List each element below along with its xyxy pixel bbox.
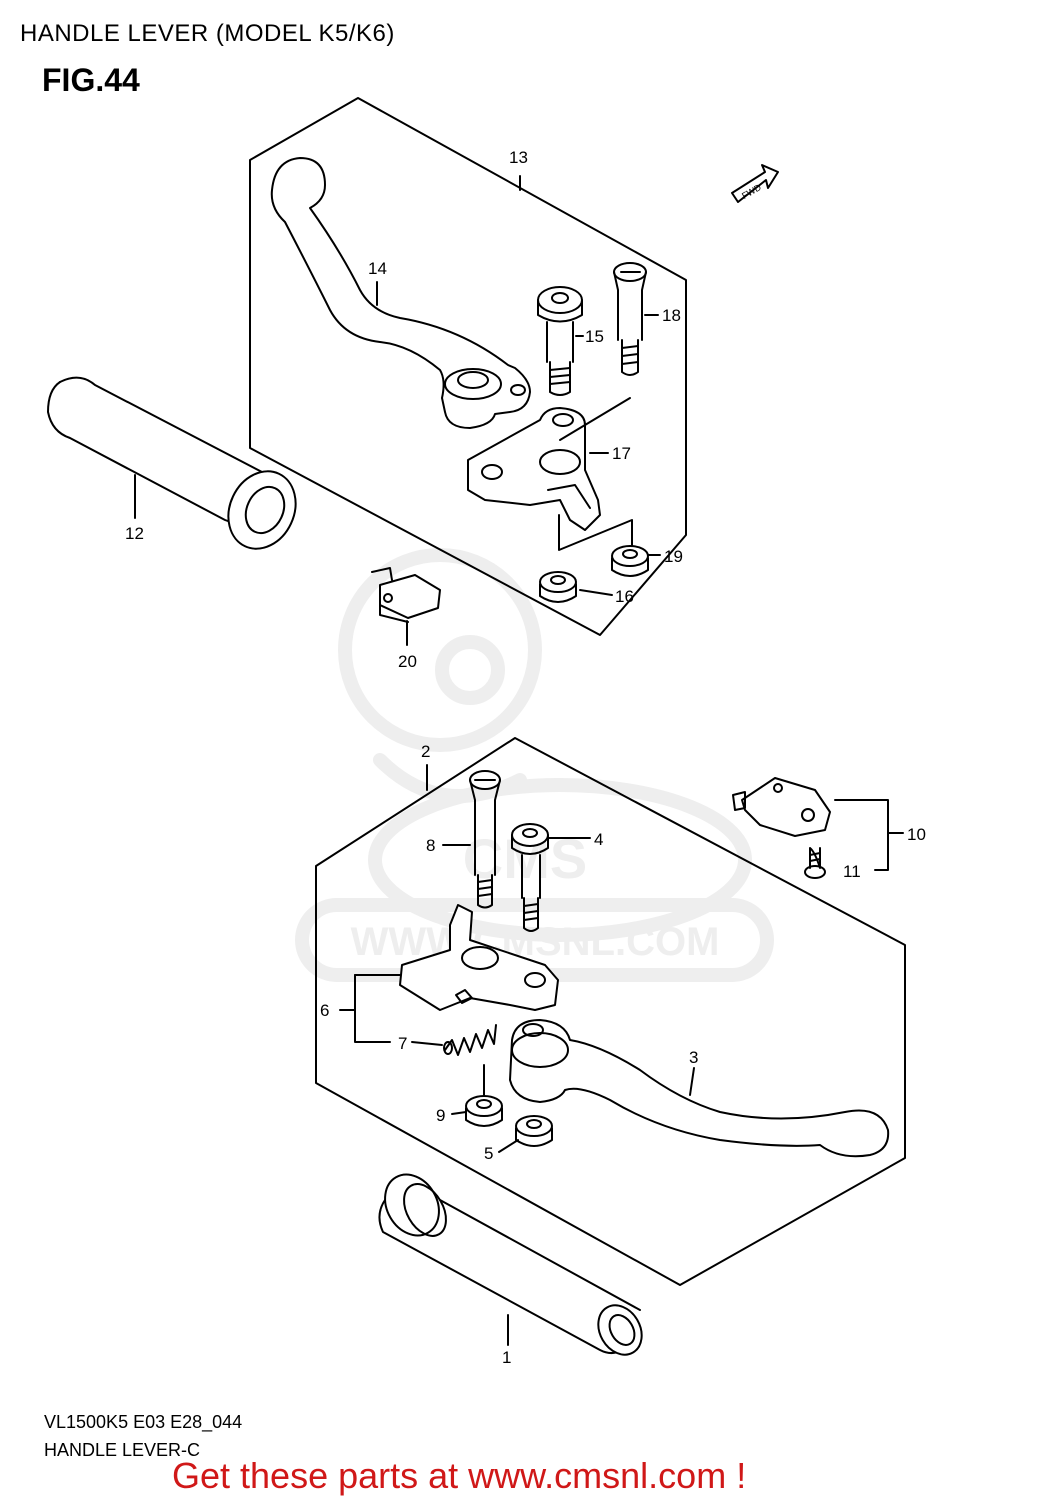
nut-part-9 (465, 1095, 503, 1127)
fwd-arrow-icon: FWD (731, 164, 779, 203)
callout-11: 11 (843, 862, 861, 881)
callout-labels: 13 14 15 18 17 19 16 12 20 2 8 4 10 11 6… (125, 148, 926, 1367)
bracket-part-6 (399, 904, 559, 1011)
callout-8: 8 (426, 836, 435, 855)
nut-part-19 (611, 545, 649, 577)
spring-part-7 (443, 1024, 497, 1056)
screw-part-11 (804, 847, 826, 879)
upper-leader-lines (134, 175, 661, 646)
bolt-part-15 (537, 286, 583, 396)
callout-2: 2 (421, 742, 430, 761)
callout-10: 10 (907, 825, 926, 844)
watermark-url-text: WWW.CMSNL.COM (351, 920, 720, 964)
callout-13: 13 (509, 148, 528, 167)
callout-20: 20 (398, 652, 417, 671)
grip-part-12 (47, 376, 297, 550)
model-code: VL1500K5 E03 E28_044 (44, 1412, 243, 1432)
nut-part-5 (515, 1115, 553, 1147)
switch-part-20 (371, 567, 441, 623)
callout-1: 1 (502, 1348, 511, 1367)
bolt-part-18 (613, 262, 647, 376)
lower-assembly-outline (315, 737, 906, 1286)
callout-4: 4 (594, 830, 603, 849)
callout-12: 12 (125, 524, 144, 543)
callout-14: 14 (368, 259, 387, 278)
bracket-part-17 (467, 407, 601, 531)
grip-part-1 (378, 1173, 643, 1356)
callout-7: 7 (398, 1034, 407, 1053)
nut-part-16 (539, 571, 577, 603)
callout-18: 18 (662, 306, 681, 325)
callout-3: 3 (689, 1048, 698, 1067)
figure-number: FIG.44 (42, 62, 140, 98)
promo-link[interactable]: Get these parts at www.cmsnl.com ! (172, 1455, 747, 1496)
callout-bracket-10-11 (834, 799, 904, 871)
bolt-part-8 (469, 770, 501, 909)
callout-15: 15 (585, 327, 604, 346)
callout-16: 16 (615, 587, 634, 606)
section-name: HANDLE LEVER-C (44, 1440, 201, 1460)
switch-part-10 (732, 777, 831, 837)
upper-assembly-outline (249, 97, 687, 636)
callout-17: 17 (612, 444, 631, 463)
callout-9: 9 (436, 1106, 445, 1125)
callout-6: 6 (320, 1001, 329, 1020)
diagram-header-title: HANDLE LEVER (MODEL K5/K6) (20, 20, 395, 47)
callout-5: 5 (484, 1144, 493, 1163)
lower-lever-part (509, 1019, 890, 1158)
callout-19: 19 (664, 547, 683, 566)
upper-lever-part (270, 157, 531, 429)
lower-leader-lines (339, 764, 695, 1346)
bolt-part-4 (511, 823, 549, 932)
